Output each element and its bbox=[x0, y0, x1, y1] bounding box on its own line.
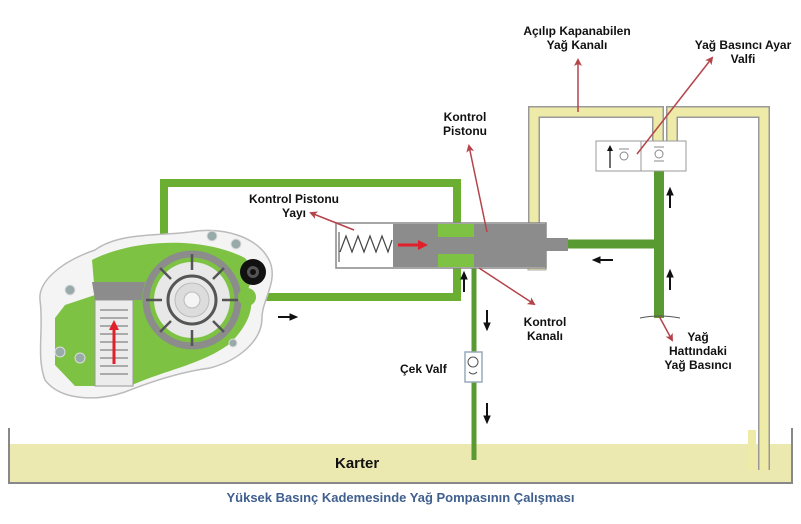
label-sump: Karter bbox=[335, 455, 380, 472]
flow-arrow-right bbox=[278, 313, 299, 321]
pointer-regulator-valve bbox=[636, 56, 714, 155]
label-line: Yağ Basıncı bbox=[664, 358, 732, 372]
sump bbox=[8, 428, 793, 484]
pointer-arrows bbox=[309, 56, 714, 342]
label-line: Kontrol Pistonu bbox=[249, 192, 339, 206]
label-pressure-regulator-valve: Yağ Basıncı Ayar Valfi bbox=[682, 38, 801, 66]
label-line: Açılıp Kapanabilen bbox=[523, 24, 631, 38]
label-control-channel: Kontrol Kanalı bbox=[510, 315, 580, 343]
label-line: Yağ bbox=[687, 330, 709, 344]
label-line: Kontrol bbox=[443, 110, 487, 124]
flow-arrow-up bbox=[666, 268, 674, 290]
label-line: Kanalı bbox=[526, 329, 563, 343]
flow-arrow-up bbox=[666, 186, 674, 208]
label-line: Pistonu bbox=[443, 124, 487, 138]
spring-icon bbox=[339, 234, 393, 254]
pointer-control-piston bbox=[466, 144, 488, 233]
label-line: Valfi bbox=[730, 52, 756, 66]
pointer-control-channel bbox=[478, 267, 536, 306]
label-line: Kontrol bbox=[523, 315, 567, 329]
label-control-piston-spring: Kontrol Pistonu Yayı bbox=[238, 192, 350, 220]
flow-arrow-down bbox=[483, 310, 491, 332]
pointer-piston-spring bbox=[309, 211, 355, 231]
figure-caption: Yüksek Basınç Kademesinde Yağ Pompasının… bbox=[226, 490, 575, 505]
flow-arrow-up bbox=[460, 270, 468, 292]
label-line: Hattındaki bbox=[668, 344, 727, 358]
label-line: Yayı bbox=[281, 206, 307, 220]
flow-arrows bbox=[278, 186, 674, 425]
label-line: Yağ Kanalı bbox=[546, 38, 608, 52]
pressure-regulator-valve bbox=[595, 140, 687, 172]
flow-arrow-down bbox=[483, 403, 491, 425]
oil-pump bbox=[39, 229, 273, 399]
label-switchable-channel: Açılıp Kapanabilen Yağ Kanalı bbox=[512, 24, 642, 52]
pointer-oil-line-pressure bbox=[658, 315, 673, 342]
label-oil-line-pressure: Yağ Hattındaki Yağ Basıncı bbox=[648, 330, 748, 372]
flow-arrow-left bbox=[591, 256, 613, 264]
label-check-valve: Çek Valf bbox=[400, 362, 447, 376]
pressurized-oil-lines bbox=[160, 170, 681, 460]
label-line: Yağ Basıncı Ayar bbox=[694, 38, 792, 52]
control-piston-assembly bbox=[335, 222, 568, 269]
label-control-piston: Kontrol Pistonu bbox=[430, 110, 500, 138]
check-valve bbox=[464, 351, 483, 383]
